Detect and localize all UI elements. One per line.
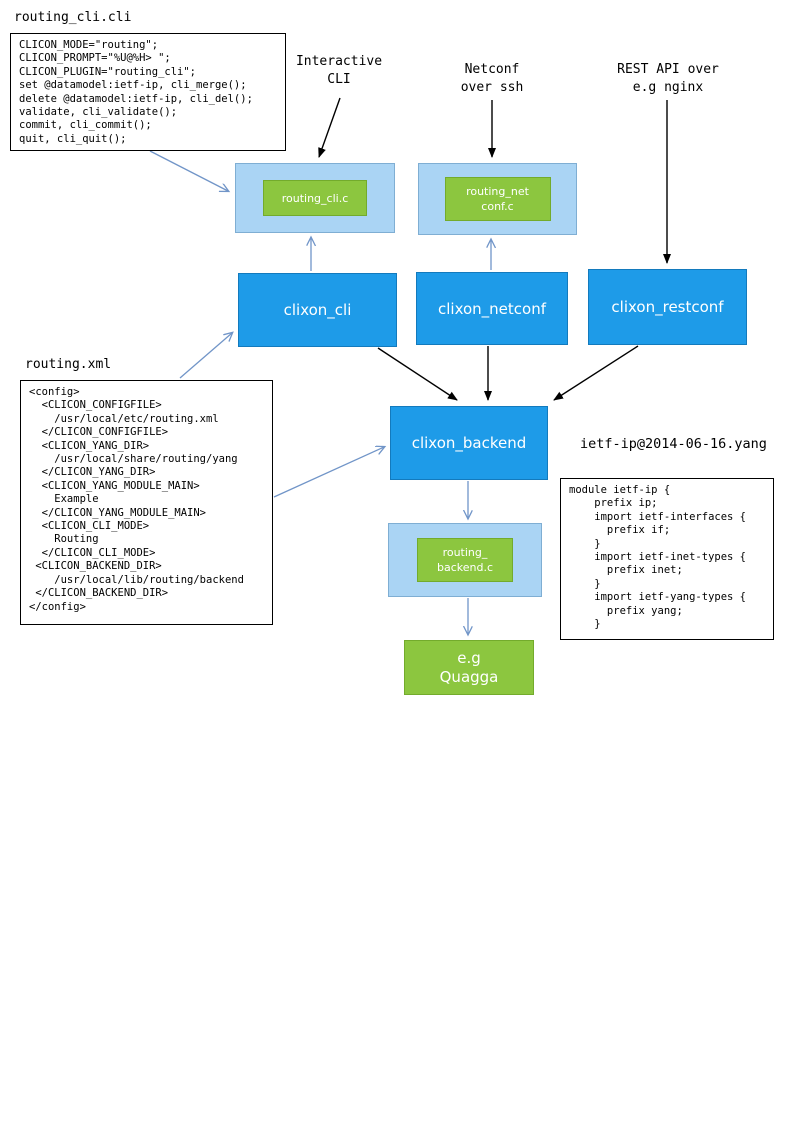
node-routing-netconf-c: routing_net conf.c <box>444 177 551 221</box>
node-routing-cli-c-label: routing_cli.c <box>281 191 349 205</box>
node-routing-netconf-plugin-container: routing_net conf.c <box>418 163 577 235</box>
node-clixon-netconf: clixon_netconf <box>416 272 568 345</box>
arrow-cli-file-to-routing-cli-c <box>149 150 228 191</box>
node-quagga: e.g Quagga <box>404 640 534 695</box>
node-clixon-backend: clixon_backend <box>390 406 548 480</box>
node-routing-cli-plugin-container: routing_cli.c <box>235 163 395 233</box>
netconf-over-ssh-label: Netconf over ssh <box>460 62 524 95</box>
node-quagga-label: e.g Quagga <box>439 648 499 686</box>
rest-api-label: REST API over e.g nginx <box>617 62 719 95</box>
node-clixon-restconf: clixon_restconf <box>588 269 747 345</box>
node-clixon-restconf-label: clixon_restconf <box>611 298 724 316</box>
yang-code-box: module ietf-ip { prefix ip; import ietf-… <box>560 478 774 640</box>
node-routing-backend-plugin-container: routing_ backend.c <box>388 523 542 597</box>
yang-file-label: ietf-ip@2014-06-16.yang <box>580 436 767 452</box>
node-routing-backend-c-label: routing_ backend.c <box>436 546 493 574</box>
routing-xml-file-label: routing.xml <box>25 357 112 372</box>
arrow-xml-to-clixon-cli <box>179 333 232 379</box>
arrow-xml-to-backend <box>273 447 384 498</box>
node-routing-backend-c: routing_ backend.c <box>417 538 513 582</box>
routing-cli-file-label: routing_cli.cli <box>14 10 132 25</box>
arrow-clixon-cli-to-backend <box>377 347 458 401</box>
node-routing-cli-c: routing_cli.c <box>263 180 367 216</box>
arrow-clixon-restconf-to-backend <box>553 345 639 401</box>
interactive-cli-label: Interactive CLI <box>295 54 383 87</box>
routing-xml-code-box: <config> <CLICON_CONFIGFILE> /usr/local/… <box>20 380 273 625</box>
routing-cli-code-box: CLICON_MODE="routing"; CLICON_PROMPT="%U… <box>10 33 286 151</box>
node-routing-netconf-c-label: routing_net conf.c <box>466 185 529 213</box>
node-clixon-netconf-label: clixon_netconf <box>437 299 546 318</box>
arrow-interactive-cli-to-routing-cli-c <box>318 97 341 158</box>
node-clixon-backend-label: clixon_backend <box>411 434 527 452</box>
node-clixon-cli: clixon_cli <box>238 273 397 347</box>
node-clixon-cli-label: clixon_cli <box>283 301 352 319</box>
